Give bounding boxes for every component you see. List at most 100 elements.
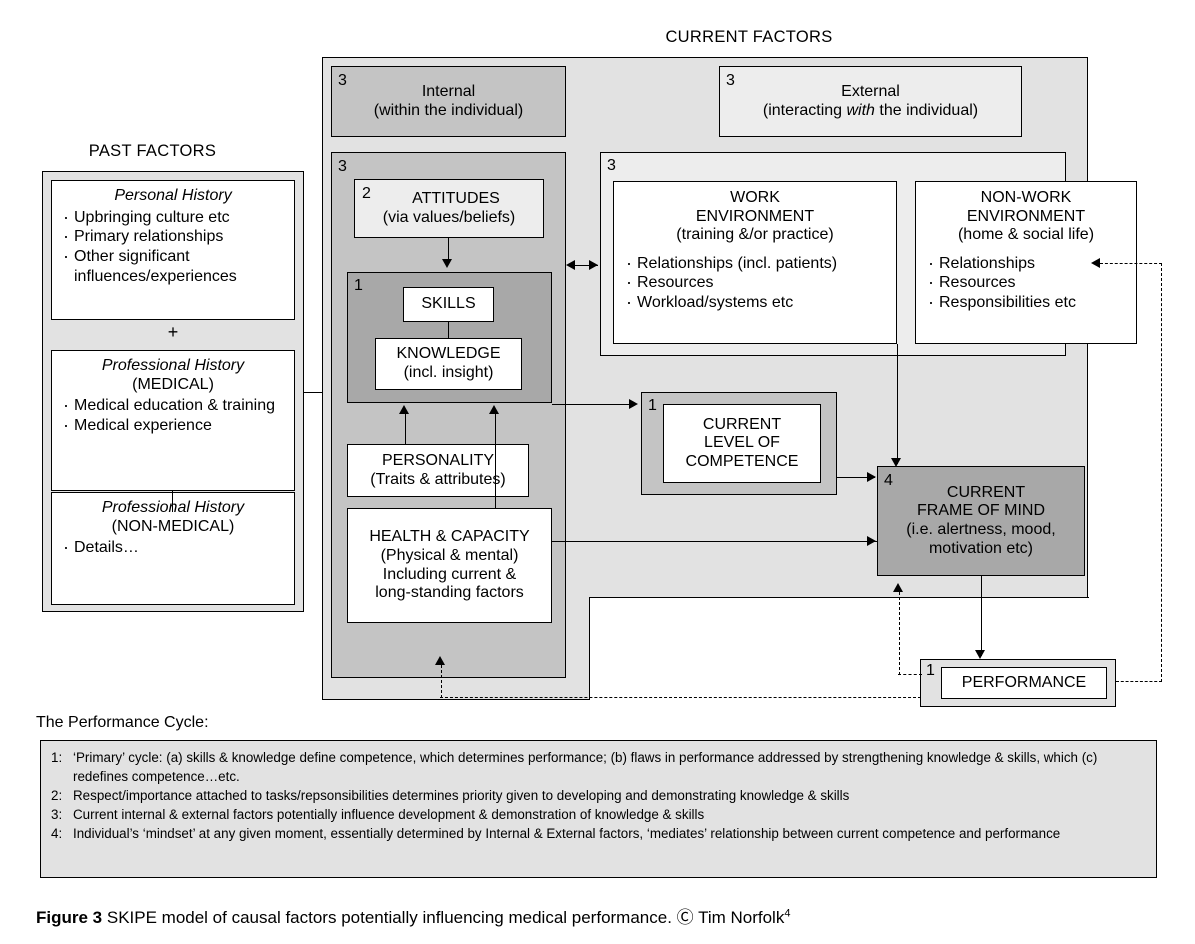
list-item: Resources (623, 272, 887, 293)
arrowhead-internal-external-left (566, 260, 575, 270)
figure-caption: Figure 3 SKIPE model of causal factors p… (36, 903, 790, 928)
legend-row: 1: ‘Primary’ cycle: (a) skills & knowled… (51, 748, 1146, 786)
frame-of-mind-box: 4 CURRENT FRAME OF MIND (i.e. alertness,… (877, 466, 1085, 576)
current-competence-line1: CURRENT (702, 415, 782, 433)
past-factors-heading: PAST FACTORS (88, 142, 217, 160)
current-competence-line3: COMPETENCE (685, 452, 799, 470)
non-work-environment-box: NON-WORK ENVIRONMENT (home & social life… (915, 181, 1137, 344)
legend-row-number: 4: (51, 826, 63, 842)
professional-history-nonmedical-box: Professional History (NON-MEDICAL) Detai… (51, 492, 295, 605)
performance-title: PERFORMANCE (961, 673, 1087, 691)
personal-history-title: Personal History (114, 187, 232, 204)
non-work-environment-bullets: Relationships Resources Responsibilities… (925, 253, 1127, 314)
legend-row-text: Respect/importance attached to tasks/rep… (73, 788, 850, 804)
legend-caption: The Performance Cycle: (36, 714, 209, 731)
dashed-performance-to-internal-h (440, 697, 921, 698)
legend-row: 2: Respect/importance attached to tasks/… (51, 786, 1146, 805)
external-header-tag: 3 (726, 72, 735, 89)
legend-row: 4: Individual’s ‘mindset’ at any given m… (51, 824, 1146, 843)
arrowhead-work-env-down (891, 458, 901, 467)
personality-subtitle: (Traits & attributes) (370, 470, 506, 488)
personal-history-box: Personal History Upbringing culture etc … (51, 180, 295, 320)
dashed-performance-to-nonwork-h-top (1100, 263, 1162, 264)
health-capacity-box: HEALTH & CAPACITY (Physical & mental) In… (347, 508, 552, 623)
list-item: Resources (925, 272, 1127, 293)
dashed-performance-to-nonwork-h-bottom (1116, 681, 1162, 682)
frame-of-mind-line3: (i.e. alertness, mood, (906, 521, 1056, 538)
frame-of-mind-tag: 4 (884, 472, 893, 489)
past-factors-container: Personal History Upbringing culture etc … (42, 171, 304, 612)
list-item: Relationships (925, 253, 1127, 274)
skills-title: SKILLS (421, 295, 476, 313)
dashed-performance-to-internal-v (441, 665, 442, 698)
work-environment-title-line1: WORK (730, 189, 780, 206)
personality-box: PERSONALITY (Traits & attributes) (347, 444, 529, 497)
legend-row-number: 3: (51, 807, 63, 823)
list-item: Medical education & training (60, 395, 286, 416)
connector-personality-to-skills (405, 414, 406, 445)
professional-medical-bullets: Medical education & training Medical exp… (60, 395, 286, 436)
work-environment-box: WORK ENVIRONMENT (training &/or practice… (613, 181, 897, 344)
arrowhead-performance-to-frame (893, 583, 903, 592)
health-capacity-line2: (Physical & mental) (380, 546, 519, 564)
external-subtitle-emph: with (846, 101, 875, 119)
internal-header-subtitle: (within the individual) (373, 101, 524, 119)
frame-of-mind-line4: motivation etc) (928, 539, 1034, 557)
attitudes-subtitle: (via values/beliefs) (382, 208, 516, 226)
dashed-performance-to-nonwork-v (1161, 263, 1162, 682)
professional-nonmedical-title: Professional History (101, 499, 245, 516)
dashed-performance-to-frame-v (899, 592, 900, 675)
legend-row-number: 1: (51, 750, 63, 765)
legend-row-text: ‘Primary’ cycle: (a) skills & knowledge … (73, 750, 1098, 785)
attitudes-box: ATTITUDES (via values/beliefs) 2 (354, 179, 544, 238)
arrowhead-attitudes-to-skills (442, 259, 452, 268)
legend-row-number: 2: (51, 788, 63, 804)
internal-group-tag: 3 (338, 158, 347, 175)
external-group-tag: 3 (607, 157, 616, 174)
attitudes-tag: 2 (362, 185, 371, 202)
professional-nonmedical-bullets: Details… (60, 537, 286, 558)
professional-medical-subtitle: (MEDICAL) (132, 375, 214, 393)
arrowhead-knowledge-to-competence (629, 399, 638, 409)
legend-row-text: Individual’s ‘mindset’ at any given mome… (73, 826, 1061, 842)
external-header-box: 3 External (interacting with the individ… (719, 66, 1022, 137)
list-item: Primary relationships (60, 226, 286, 247)
internal-header-box: 3 Internal (within the individual) (331, 66, 566, 137)
frame-of-mind-line2: FRAME OF MIND (917, 502, 1045, 520)
list-item: Medical experience (60, 415, 286, 436)
figure-caption-superscript: 4 (784, 907, 791, 920)
current-competence-line2: LEVEL OF (704, 434, 780, 452)
health-capacity-line4: long-standing factors (375, 584, 524, 602)
connector-frame-to-performance (981, 576, 982, 656)
legend-box: 1: ‘Primary’ cycle: (a) skills & knowled… (40, 740, 1157, 878)
external-subtitle-pre: (interacting (762, 101, 847, 119)
current-factors-bottom-left-edge (322, 699, 590, 700)
health-capacity-line3: Including current & (382, 565, 517, 583)
current-competence-box: CURRENT LEVEL OF COMPETENCE (663, 404, 821, 483)
professional-medical-title: Professional History (101, 357, 245, 374)
list-item: Workload/systems etc (623, 292, 887, 313)
non-work-environment-title-line1: NON-WORK (980, 189, 1072, 206)
list-item: Other significant influences/experiences (60, 246, 286, 287)
figure-caption-text: SKIPE model of causal factors potentiall… (106, 908, 785, 927)
arrowhead-performance-to-nonwork (1091, 258, 1100, 268)
work-environment-bullets: Relationships (incl. patients) Resources… (623, 253, 887, 314)
legend-row: 3: Current internal & external factors p… (51, 805, 1146, 824)
past-factors-internal-tick (172, 490, 173, 512)
connector-health-to-frame (552, 541, 882, 542)
external-header-title: External (841, 82, 900, 100)
connector-competence-to-frame (837, 477, 875, 478)
non-work-environment-title-line2: ENVIRONMENT (966, 207, 1086, 225)
current-factors-heading: CURRENT FACTORS (665, 28, 833, 46)
connector-health-to-skills (495, 414, 496, 509)
internal-header-title: Internal (421, 82, 476, 100)
dashed-performance-to-frame-h (898, 674, 922, 675)
list-item: Relationships (incl. patients) (623, 253, 887, 274)
connector-internal-external (570, 265, 598, 266)
knowledge-subtitle: (incl. insight) (403, 364, 494, 381)
past-factors-plus: + (167, 322, 179, 342)
personal-history-bullets: Upbringing culture etc Primary relations… (60, 207, 286, 287)
health-capacity-title: HEALTH & CAPACITY (369, 528, 530, 546)
arrowhead-performance-to-internal (435, 656, 445, 665)
